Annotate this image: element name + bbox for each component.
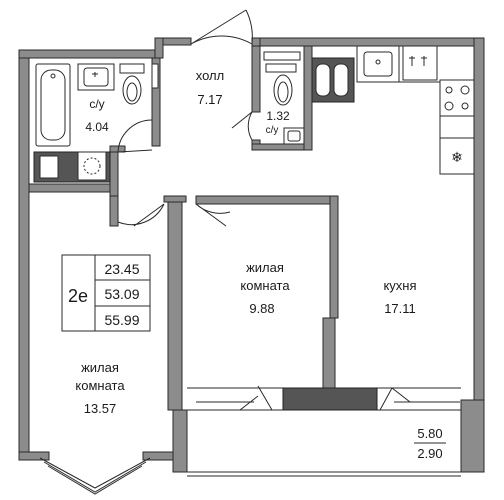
living-area: 13.57	[84, 401, 117, 416]
bath1-area: 4.04	[85, 120, 109, 134]
bedroom-name-line2: комната	[240, 278, 290, 293]
fixtures: ❄	[33, 45, 475, 183]
hall-name: холл	[196, 68, 224, 83]
bedroom-name-line1: жилая	[246, 260, 284, 275]
living-name-line1: жилая	[81, 360, 119, 375]
bath1-name: с/у	[89, 97, 104, 111]
total-area-value: 53.09	[104, 286, 139, 302]
freezer-icon	[439, 137, 475, 175]
hall-area: 7.17	[197, 92, 222, 107]
toilet-icon	[119, 63, 145, 74]
area-table	[61, 254, 151, 332]
bedroom-area: 9.88	[249, 301, 274, 316]
doors	[117, 9, 460, 411]
svg-text:❄: ❄	[451, 150, 463, 166]
kitchen-area: 17.11	[384, 301, 416, 316]
dishwasher-icon	[402, 45, 438, 81]
bath2-name: с/у	[266, 125, 279, 136]
balcony-area-reduced: 2.90	[417, 446, 442, 461]
balcony-area-full: 5.80	[417, 426, 442, 441]
bay-window	[39, 457, 151, 495]
exterior-walls	[18, 37, 485, 473]
bath2-area: 1.32	[266, 109, 290, 123]
living-name-line2: комната	[75, 378, 125, 393]
stove-icon	[439, 79, 475, 117]
living-area-value: 23.45	[104, 261, 139, 277]
toilet-icon	[263, 51, 301, 61]
apartment-type-label: 2е	[68, 286, 88, 306]
kitchen-name: кухня	[383, 278, 416, 293]
interior-walls	[28, 45, 461, 411]
total-with-balcony-value: 55.99	[104, 312, 139, 328]
